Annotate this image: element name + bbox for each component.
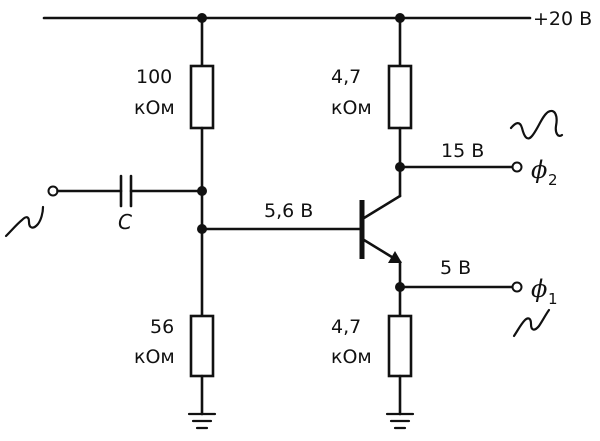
re-value: 4,7 xyxy=(331,316,361,338)
r1-value: 100 xyxy=(136,66,172,88)
phi1-terminal xyxy=(511,281,523,293)
rc-unit: кОм xyxy=(331,97,372,119)
base-voltage: 5,6 В xyxy=(264,200,313,222)
ground-symbol-left xyxy=(187,412,217,430)
npn-transistor xyxy=(359,194,402,264)
ground-symbol-right xyxy=(385,412,415,430)
phi2-symbol: ϕ xyxy=(531,156,547,184)
emitter-voltage: 5 В xyxy=(440,257,471,279)
junction-dot xyxy=(197,13,207,23)
capacitor-label: C xyxy=(118,210,132,234)
junction-dot xyxy=(395,162,405,172)
collector-voltage: 15 В xyxy=(441,140,484,162)
phi1-symbol: ϕ xyxy=(531,275,547,303)
r1-unit: кОм xyxy=(134,97,175,119)
junction-dot xyxy=(395,13,405,23)
supply-label: +20 В xyxy=(533,8,592,30)
input-signal-icon xyxy=(4,205,45,238)
r2-value: 56 xyxy=(150,316,174,338)
phi1-subscript: 1 xyxy=(548,290,558,308)
rc-value: 4,7 xyxy=(331,66,361,88)
junction-dot xyxy=(197,224,207,234)
resistor-r2 xyxy=(189,314,215,378)
junction-dot xyxy=(197,186,207,196)
junction-dot xyxy=(395,282,405,292)
resistor-r1 xyxy=(189,64,215,130)
input-terminal xyxy=(47,185,59,197)
r2-unit: кОм xyxy=(134,346,175,368)
phi1-signal-icon xyxy=(512,308,551,338)
resistor-re xyxy=(387,314,413,378)
re-unit: кОм xyxy=(331,346,372,368)
resistor-rc xyxy=(387,64,413,130)
phi2-signal-icon xyxy=(509,109,564,140)
phi2-terminal xyxy=(511,161,523,173)
phi2-subscript: 2 xyxy=(548,171,558,189)
